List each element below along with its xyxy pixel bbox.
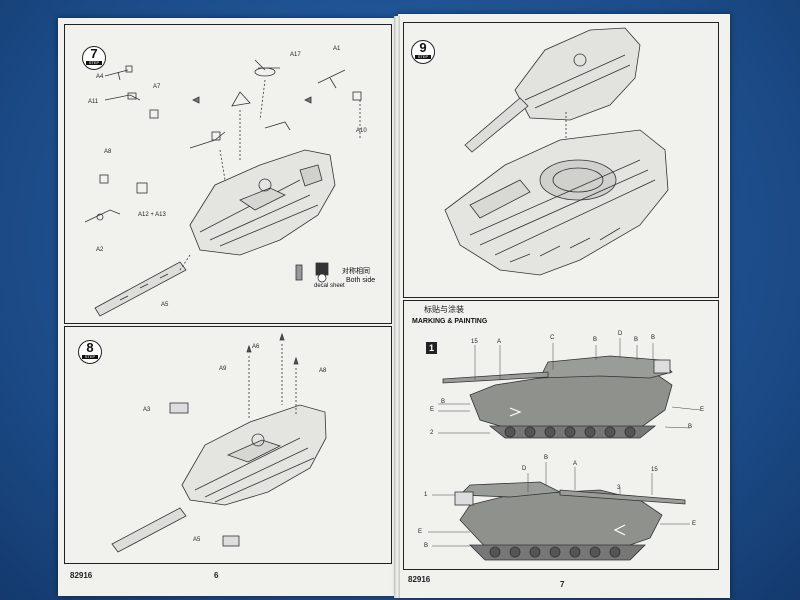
callout: B [651,335,656,341]
callout: 15 [651,467,658,473]
page-number-right: 7 [560,580,565,589]
part-label: A3 [143,407,151,413]
step7-panel [64,24,392,324]
callout: C [550,335,555,341]
scheme-marker: 1 [426,342,437,354]
callout: A [573,461,578,467]
decal-note: decal sheet [314,283,345,289]
callout: 1 [424,492,428,498]
part-label: A12 + A13 [138,212,166,218]
kit-code-left: 82916 [70,571,93,580]
page-number-left: 6 [214,571,219,580]
callout: A [497,339,502,345]
kit-code-right: 82916 [408,575,431,584]
part-label: A7 [153,84,161,90]
part-label: A10 [356,128,367,134]
step8-panel [64,326,392,564]
callout: D [522,466,527,472]
part-label: A2 [96,247,104,253]
callout: E [418,529,423,535]
step9-panel [403,22,719,298]
callout: E [692,521,697,527]
callout: B [424,543,429,549]
callout: 15 [471,339,478,345]
both-side-cn: 对称相同 [342,268,370,275]
part-label: A17 [290,52,301,58]
part-label: A5 [193,537,201,543]
callout: B [634,337,639,343]
callout: B [544,455,549,461]
callout: B [441,399,446,405]
part-label: A8 [104,149,112,155]
callout: E [700,407,705,413]
callout: B [593,337,598,343]
part-label: A11 [88,99,99,105]
section-title-cn: 标贴与涂装 [424,305,464,314]
part-label: A5 [161,302,169,308]
part-label: A9 [219,366,227,372]
part-label: A4 [96,74,104,80]
part-label: A1 [333,46,341,52]
section-title-en: MARKING & PAINTING [412,318,488,325]
callout: B [688,424,693,430]
part-label: A6 [252,344,260,350]
booklet-spine [394,16,400,598]
callout: 3 [617,485,621,491]
part-label: A8 [319,368,327,374]
callout: 2 [430,430,434,436]
marking-panel [403,300,719,570]
both-side-en: Both side [346,277,376,284]
callout: D [618,331,623,337]
callout: E [430,407,435,413]
